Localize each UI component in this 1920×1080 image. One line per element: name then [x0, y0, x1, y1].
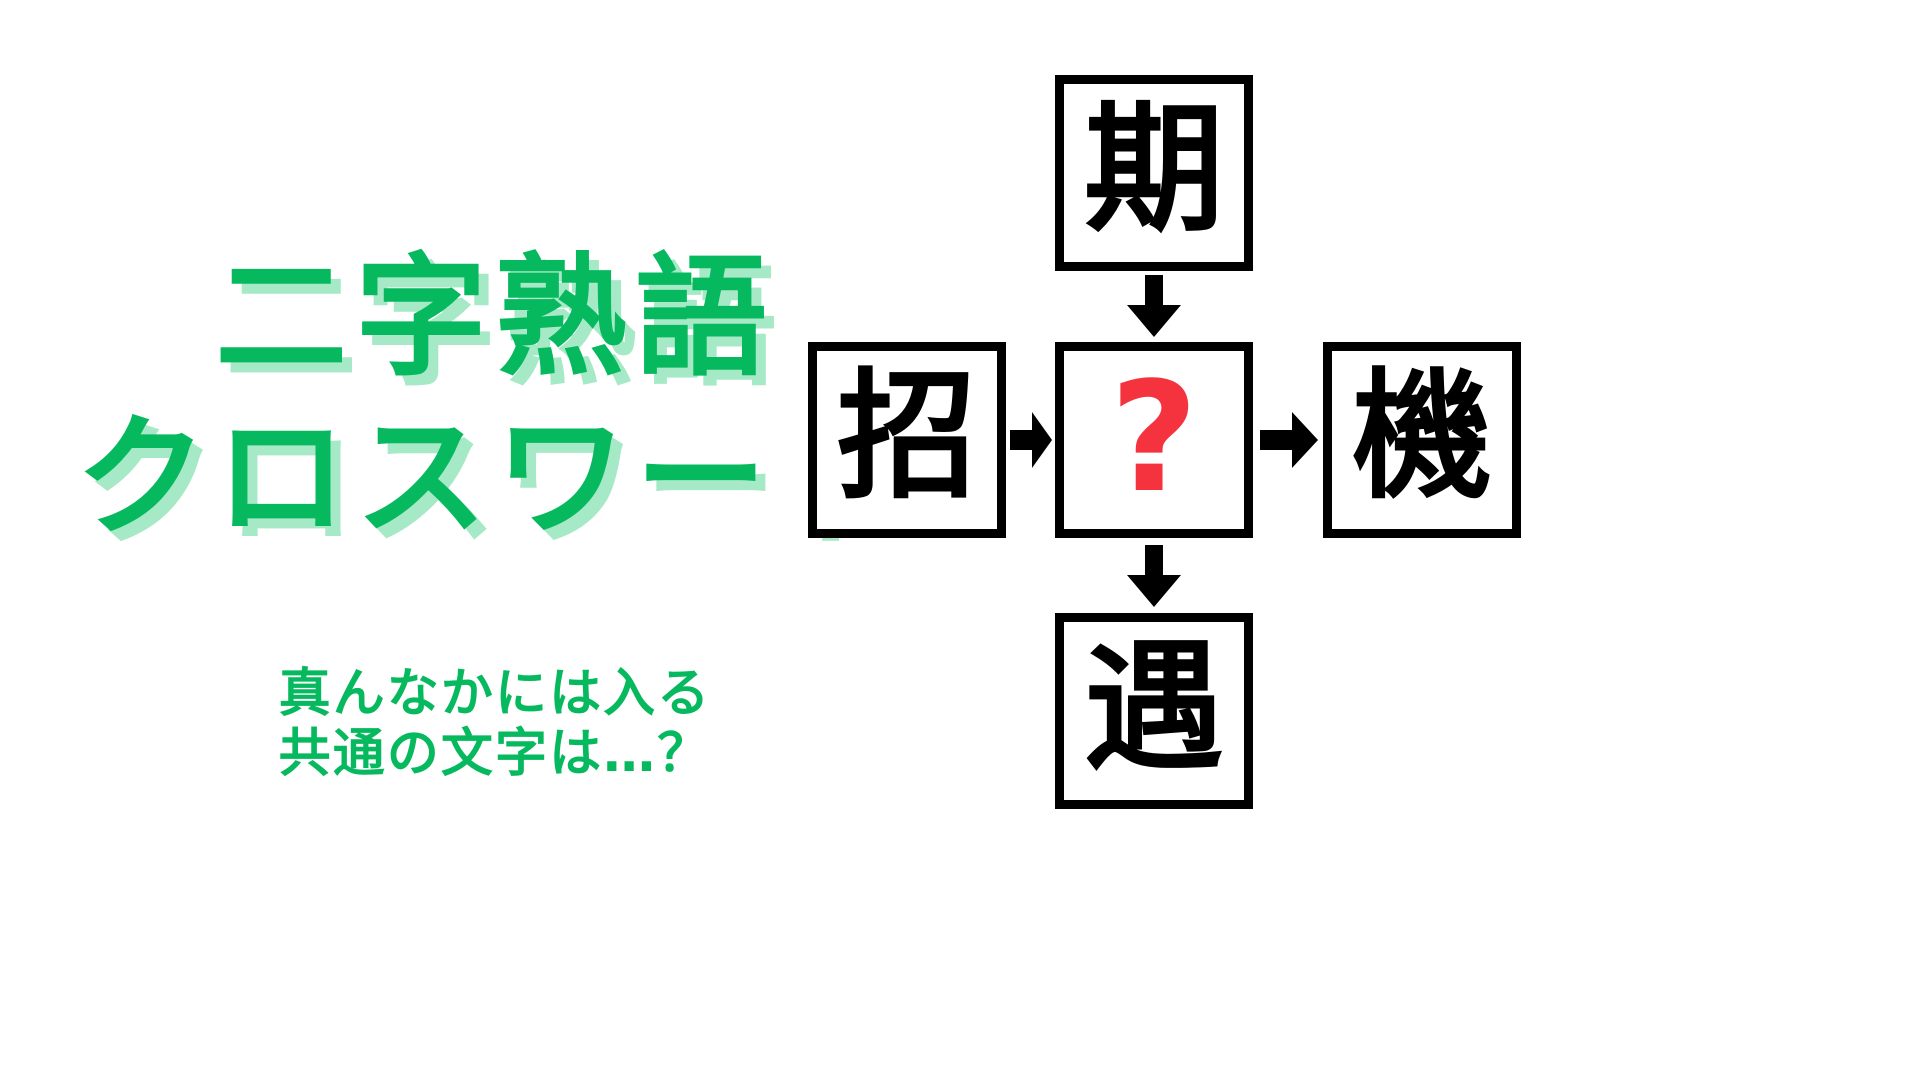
puzzle-cell-bottom-char: 遇 [1083, 627, 1224, 790]
arrow-right-center-to-right [1260, 410, 1318, 470]
title-panel: 二字熟語 クロスワード 真んなかには入る 共通の文字は…？ [75, 241, 915, 784]
puzzle-cell-center-answer[interactable]: ? [1055, 342, 1253, 538]
puzzle-cell-left[interactable]: 招 [808, 342, 1006, 538]
arrow-down-center-to-bottom [1124, 545, 1184, 607]
subtitle-line-1: 真んなかには入る [278, 664, 712, 724]
subtitle-line-2: 共通の文字は…？ [278, 724, 712, 784]
puzzle-cell-left-char: 招 [836, 356, 977, 519]
puzzle-cell-bottom[interactable]: 遇 [1055, 613, 1253, 809]
crossword-diagram: 期 招 ? 機 [808, 0, 1920, 1080]
puzzle-cell-right[interactable]: 機 [1323, 342, 1521, 538]
arrow-down-top-to-center [1124, 275, 1184, 337]
puzzle-cell-top-char: 期 [1083, 89, 1224, 252]
puzzle-cell-center-char: ? [1109, 349, 1199, 526]
page-title-line-1: 二字熟語 [215, 241, 775, 395]
puzzle-cell-top[interactable]: 期 [1055, 75, 1253, 271]
arrow-right-left-to-center [1010, 410, 1052, 470]
puzzle-cell-right-char: 機 [1351, 356, 1492, 519]
page-title-line-2: クロスワード [75, 401, 915, 555]
